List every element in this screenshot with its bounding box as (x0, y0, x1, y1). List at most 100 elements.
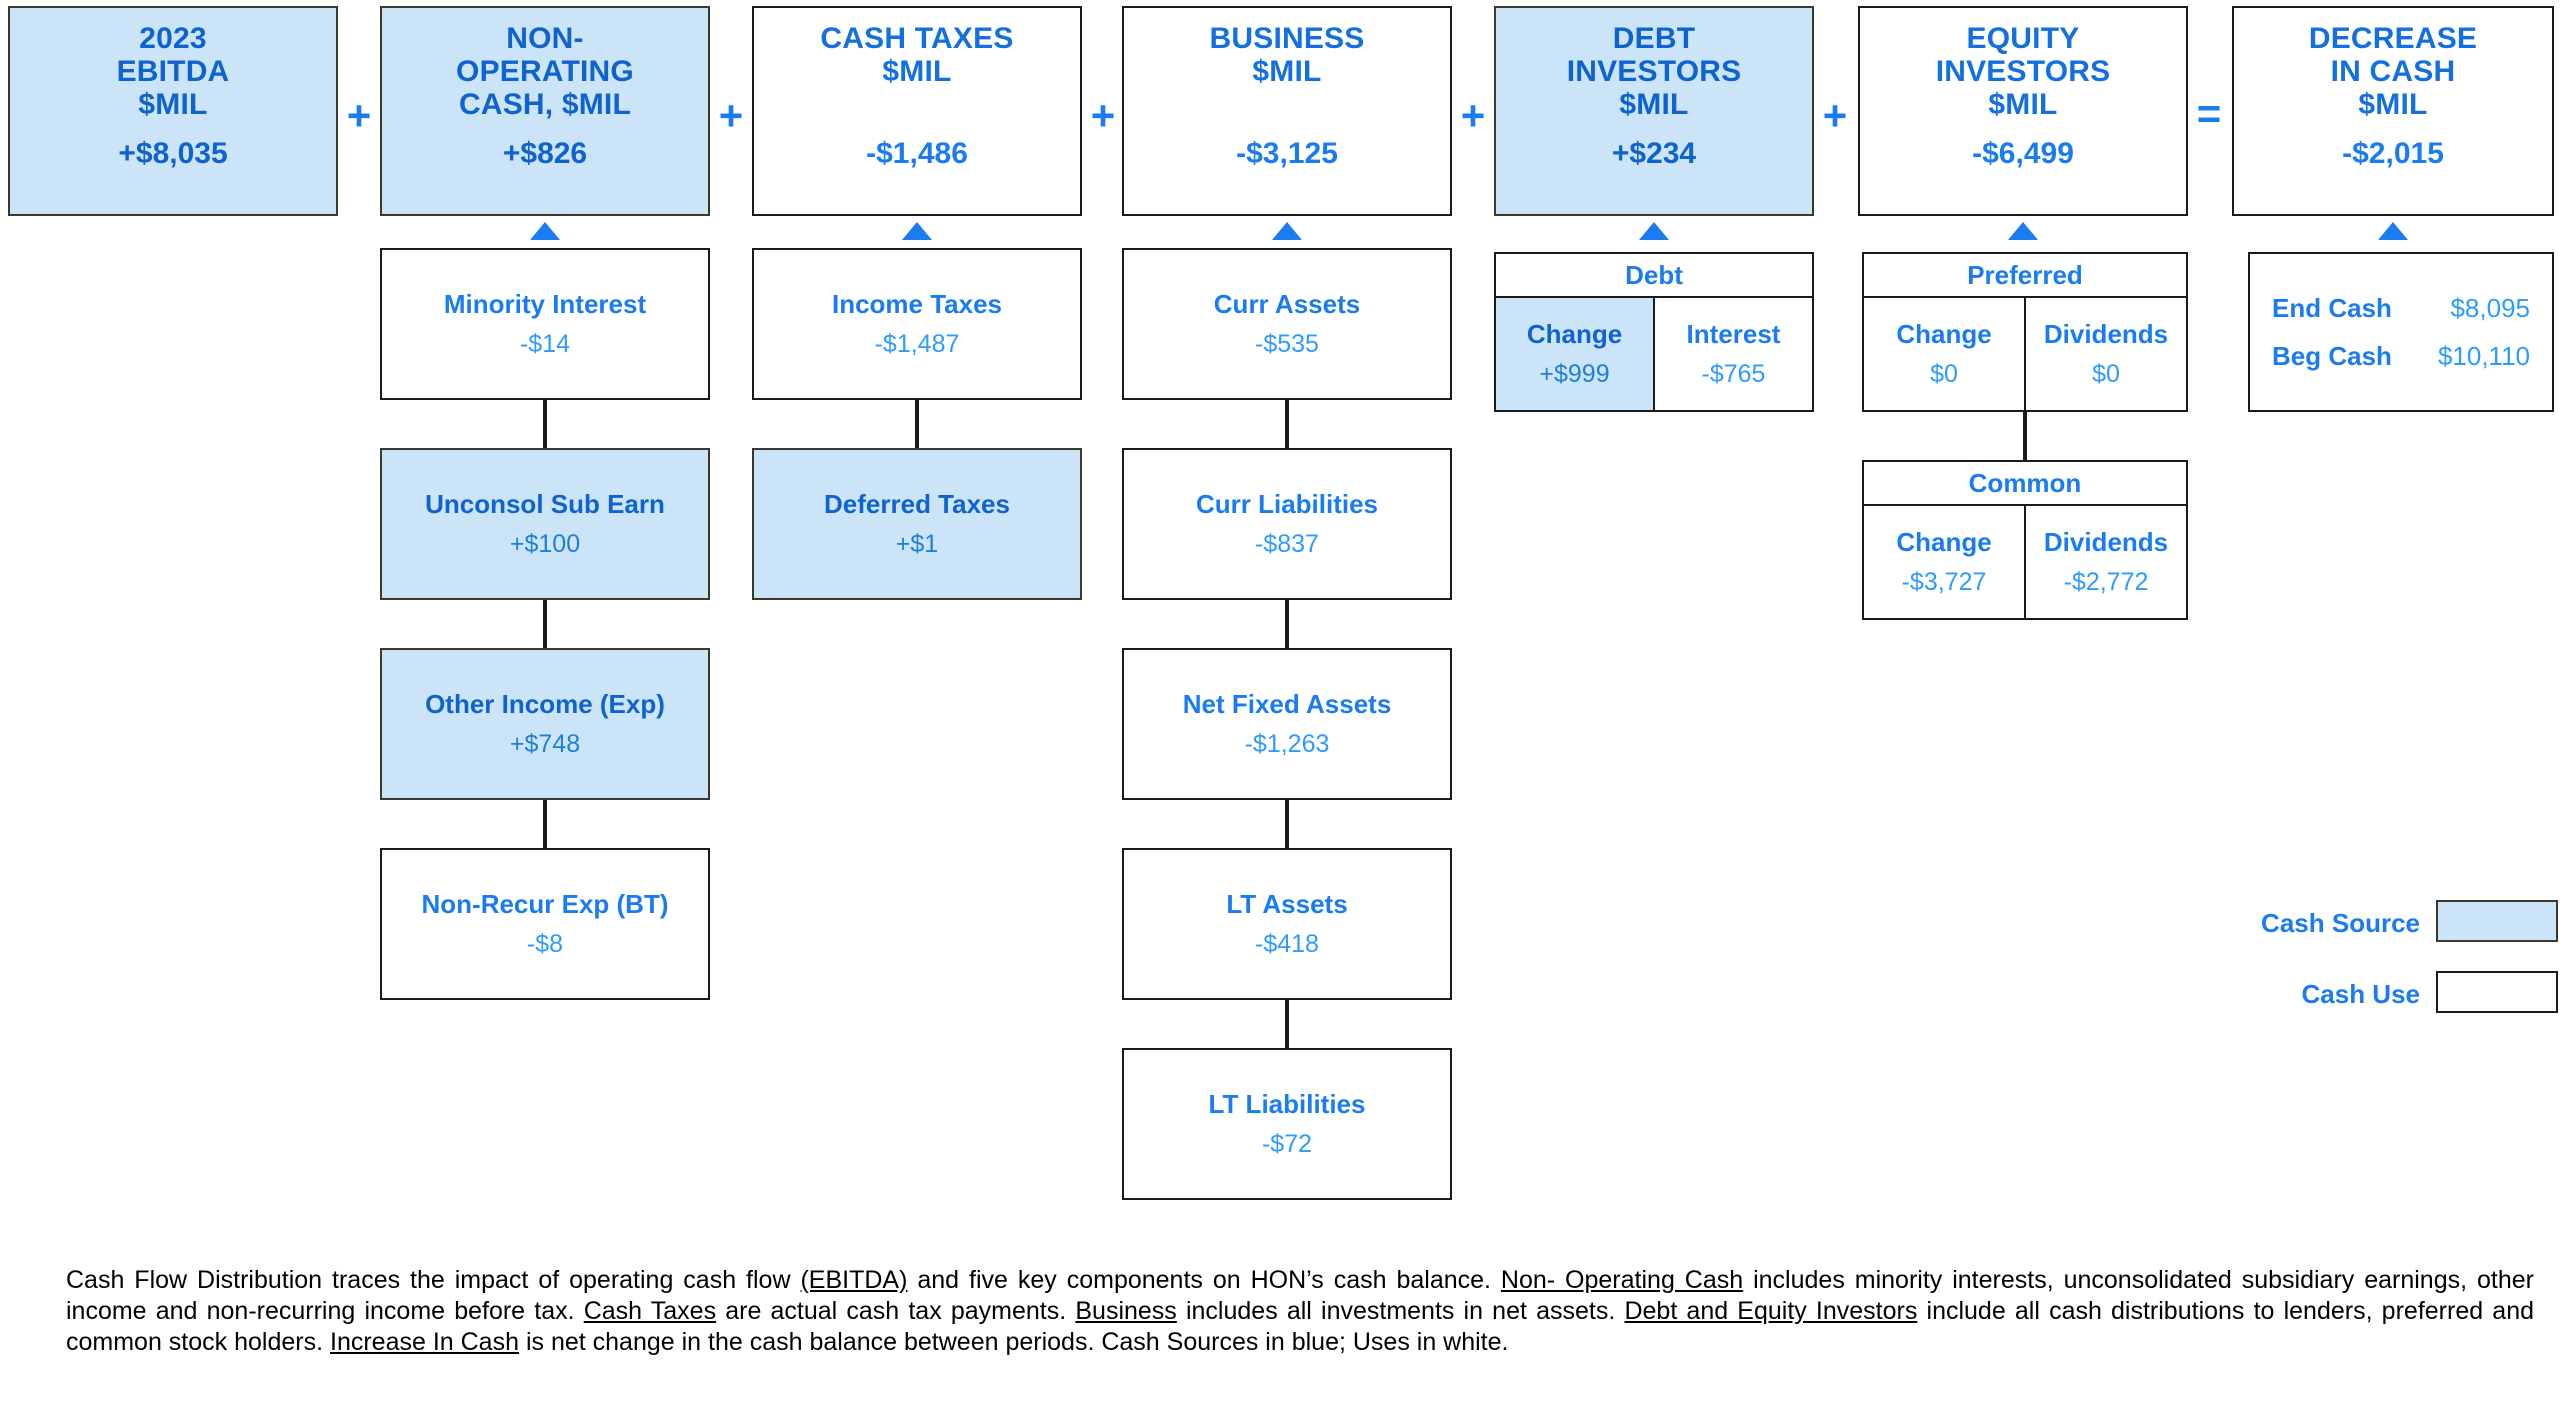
arrow-up-cash-taxes (902, 222, 932, 240)
footnote-seg-7: is net change in the cash balance betwee… (519, 1328, 1509, 1356)
operator-plus-5: + (1822, 92, 1848, 139)
cell-header: Dividends (2043, 527, 2169, 557)
header-line1: DEBT (1612, 22, 1696, 55)
sub-box-lt-assets[interactable]: LT Assets -$418 (1122, 848, 1452, 1000)
sub-box-non-recur-exp-bt[interactable]: Non-Recur Exp (BT) -$8 (380, 848, 710, 1000)
cell-header: Interest (1686, 319, 1781, 349)
legend-cash-use-swatch (2436, 971, 2558, 1013)
debt-table[interactable]: Debt Change +$999 Interest -$765 (1494, 252, 1814, 412)
sub-box-label: Curr Assets (1213, 288, 1361, 319)
header-title: EQUITY INVESTORS $MIL (1936, 22, 2111, 121)
footnote-term-ebitda: (EBITDA) (800, 1266, 908, 1294)
preferred-table-header: Preferred (1864, 254, 2186, 298)
cell-value: -$3,727 (1901, 568, 1987, 596)
footnote-seg-4: are actual cash tax payments. (716, 1297, 1076, 1325)
header-line3: CASH, $MIL (458, 88, 631, 121)
cash-balance-box[interactable]: End Cash $8,095 Beg Cash $10,110 (2248, 252, 2554, 412)
arrow-up-non-operating (530, 222, 560, 240)
arrow-up-cash (2378, 222, 2408, 240)
footnote-seg-6: include all cash distributions to lender… (66, 1297, 2534, 1356)
header-box-non-operating-cash[interactable]: NON- OPERATING CASH, $MIL +$826 (380, 6, 710, 216)
legend-cash-source-label: Cash Source (2261, 908, 2420, 938)
preferred-dividends-cell[interactable]: Dividends $0 (2024, 298, 2186, 410)
header-box-decrease-in-cash[interactable]: DECREASE IN CASH $MIL -$2,015 (2232, 6, 2554, 216)
header-line1: BUSINESS (1209, 22, 1365, 55)
end-cash-label: End Cash (2272, 292, 2392, 323)
header-box-equity-investors[interactable]: EQUITY INVESTORS $MIL -$6,499 (1858, 6, 2188, 216)
sub-box-label: Minority Interest (443, 288, 647, 319)
footnote-seg-2: and five key components on HON’s cash ba… (907, 1266, 1501, 1294)
common-change-cell[interactable]: Change -$3,727 (1864, 506, 2024, 618)
sub-box-value: -$418 (1255, 929, 1319, 958)
sub-box-other-income-exp[interactable]: Other Income (Exp) +$748 (380, 648, 710, 800)
sub-box-value: +$100 (509, 529, 581, 558)
preferred-table[interactable]: Preferred Change $0 Dividends $0 (1862, 252, 2188, 412)
cell-value: -$2,772 (2063, 568, 2149, 596)
common-table[interactable]: Common Change -$3,727 Dividends -$2,772 (1862, 460, 2188, 620)
header-value: +$234 (1611, 137, 1697, 170)
footnote-term-cash-taxes: Cash Taxes (583, 1297, 717, 1325)
header-value: +$8,035 (118, 137, 228, 170)
header-line1: NON- (506, 22, 584, 55)
sub-box-label: Other Income (Exp) (425, 688, 665, 719)
header-box-cash-taxes[interactable]: CASH TAXES $MIL -$1,486 (752, 6, 1082, 216)
header-value: -$6,499 (1972, 137, 2074, 170)
legend-cash-use-label: Cash Use (2301, 979, 2421, 1009)
sub-box-deferred-taxes[interactable]: Deferred Taxes +$1 (752, 448, 1082, 600)
header-value: -$1,486 (866, 137, 968, 170)
header-box-business[interactable]: BUSINESS $MIL -$3,125 (1122, 6, 1452, 216)
header-title: BUSINESS $MIL (1210, 22, 1365, 88)
arrow-up-debt (1639, 222, 1669, 240)
connector-line (915, 400, 919, 448)
header-line3: $MIL (1619, 88, 1689, 121)
sub-box-value: +$1 (895, 529, 939, 558)
preferred-change-cell[interactable]: Change $0 (1864, 298, 2024, 410)
connector-line (1285, 600, 1289, 648)
footnote-seg-5: includes all investments in net assets. (1176, 1297, 1625, 1325)
header-title: 2023 EBITDA $MIL (117, 22, 230, 121)
cell-header: Change (1896, 527, 1992, 557)
debt-interest-cell[interactable]: Interest -$765 (1653, 298, 1812, 410)
header-line2: EBITDA (116, 55, 230, 88)
common-dividends-cell[interactable]: Dividends -$2,772 (2024, 506, 2186, 618)
sub-box-lt-liabilities[interactable]: LT Liabilities -$72 (1122, 1048, 1452, 1200)
sub-box-net-fixed-assets[interactable]: Net Fixed Assets -$1,263 (1122, 648, 1452, 800)
connector-line (1285, 800, 1289, 848)
arrow-up-business (1272, 222, 1302, 240)
header-value: -$3,125 (1236, 137, 1338, 170)
connector-line (1285, 400, 1289, 448)
sub-box-curr-assets[interactable]: Curr Assets -$535 (1122, 248, 1452, 400)
sub-box-value: -$72 (1261, 1129, 1313, 1158)
sub-box-label: Net Fixed Assets (1182, 688, 1392, 719)
sub-box-label: Deferred Taxes (824, 488, 1010, 519)
sub-box-minority-interest[interactable]: Minority Interest -$14 (380, 248, 710, 400)
sub-box-label: Non-Recur Exp (BT) (421, 888, 669, 919)
header-line1: CASH TAXES (820, 22, 1014, 55)
operator-plus-2: + (718, 92, 744, 139)
sub-box-label: Curr Liabilities (1195, 488, 1379, 519)
header-box-ebitda[interactable]: 2023 EBITDA $MIL +$8,035 (8, 6, 338, 216)
operator-plus-3: + (1090, 92, 1116, 139)
sub-box-value: -$837 (1255, 529, 1319, 558)
cell-header: Change (1896, 319, 1992, 349)
header-line2: $MIL (1252, 55, 1322, 88)
footnote-text: Cash Flow Distribution traces the impact… (66, 1265, 2534, 1358)
cell-header: Change (1526, 319, 1623, 349)
footnote-term-business: Business (1075, 1297, 1177, 1325)
sub-box-unconsol-sub-earn[interactable]: Unconsol Sub Earn +$100 (380, 448, 710, 600)
header-line1: 2023 (139, 22, 207, 55)
arrow-up-equity (2008, 222, 2038, 240)
connector-line (1285, 1000, 1289, 1048)
sub-box-curr-liabilities[interactable]: Curr Liabilities -$837 (1122, 448, 1452, 600)
sub-box-income-taxes[interactable]: Income Taxes -$1,487 (752, 248, 1082, 400)
footnote-term-non-operating-cash: Non- Operating Cash (1500, 1266, 1744, 1294)
debt-change-cell[interactable]: Change +$999 (1496, 298, 1653, 410)
header-line2: OPERATING (456, 55, 634, 88)
footnote-term-debt-equity-investors: Debt and Equity Investors (1624, 1297, 1918, 1325)
header-box-debt-investors[interactable]: DEBT INVESTORS $MIL +$234 (1494, 6, 1814, 216)
operator-equals: = (2196, 90, 2222, 137)
footnote-term-increase-in-cash: Increase In Cash (330, 1328, 519, 1356)
legend-cash-source-swatch (2436, 900, 2558, 942)
cash-row-end: End Cash $8,095 (2272, 284, 2530, 332)
header-line2: $MIL (882, 55, 952, 88)
